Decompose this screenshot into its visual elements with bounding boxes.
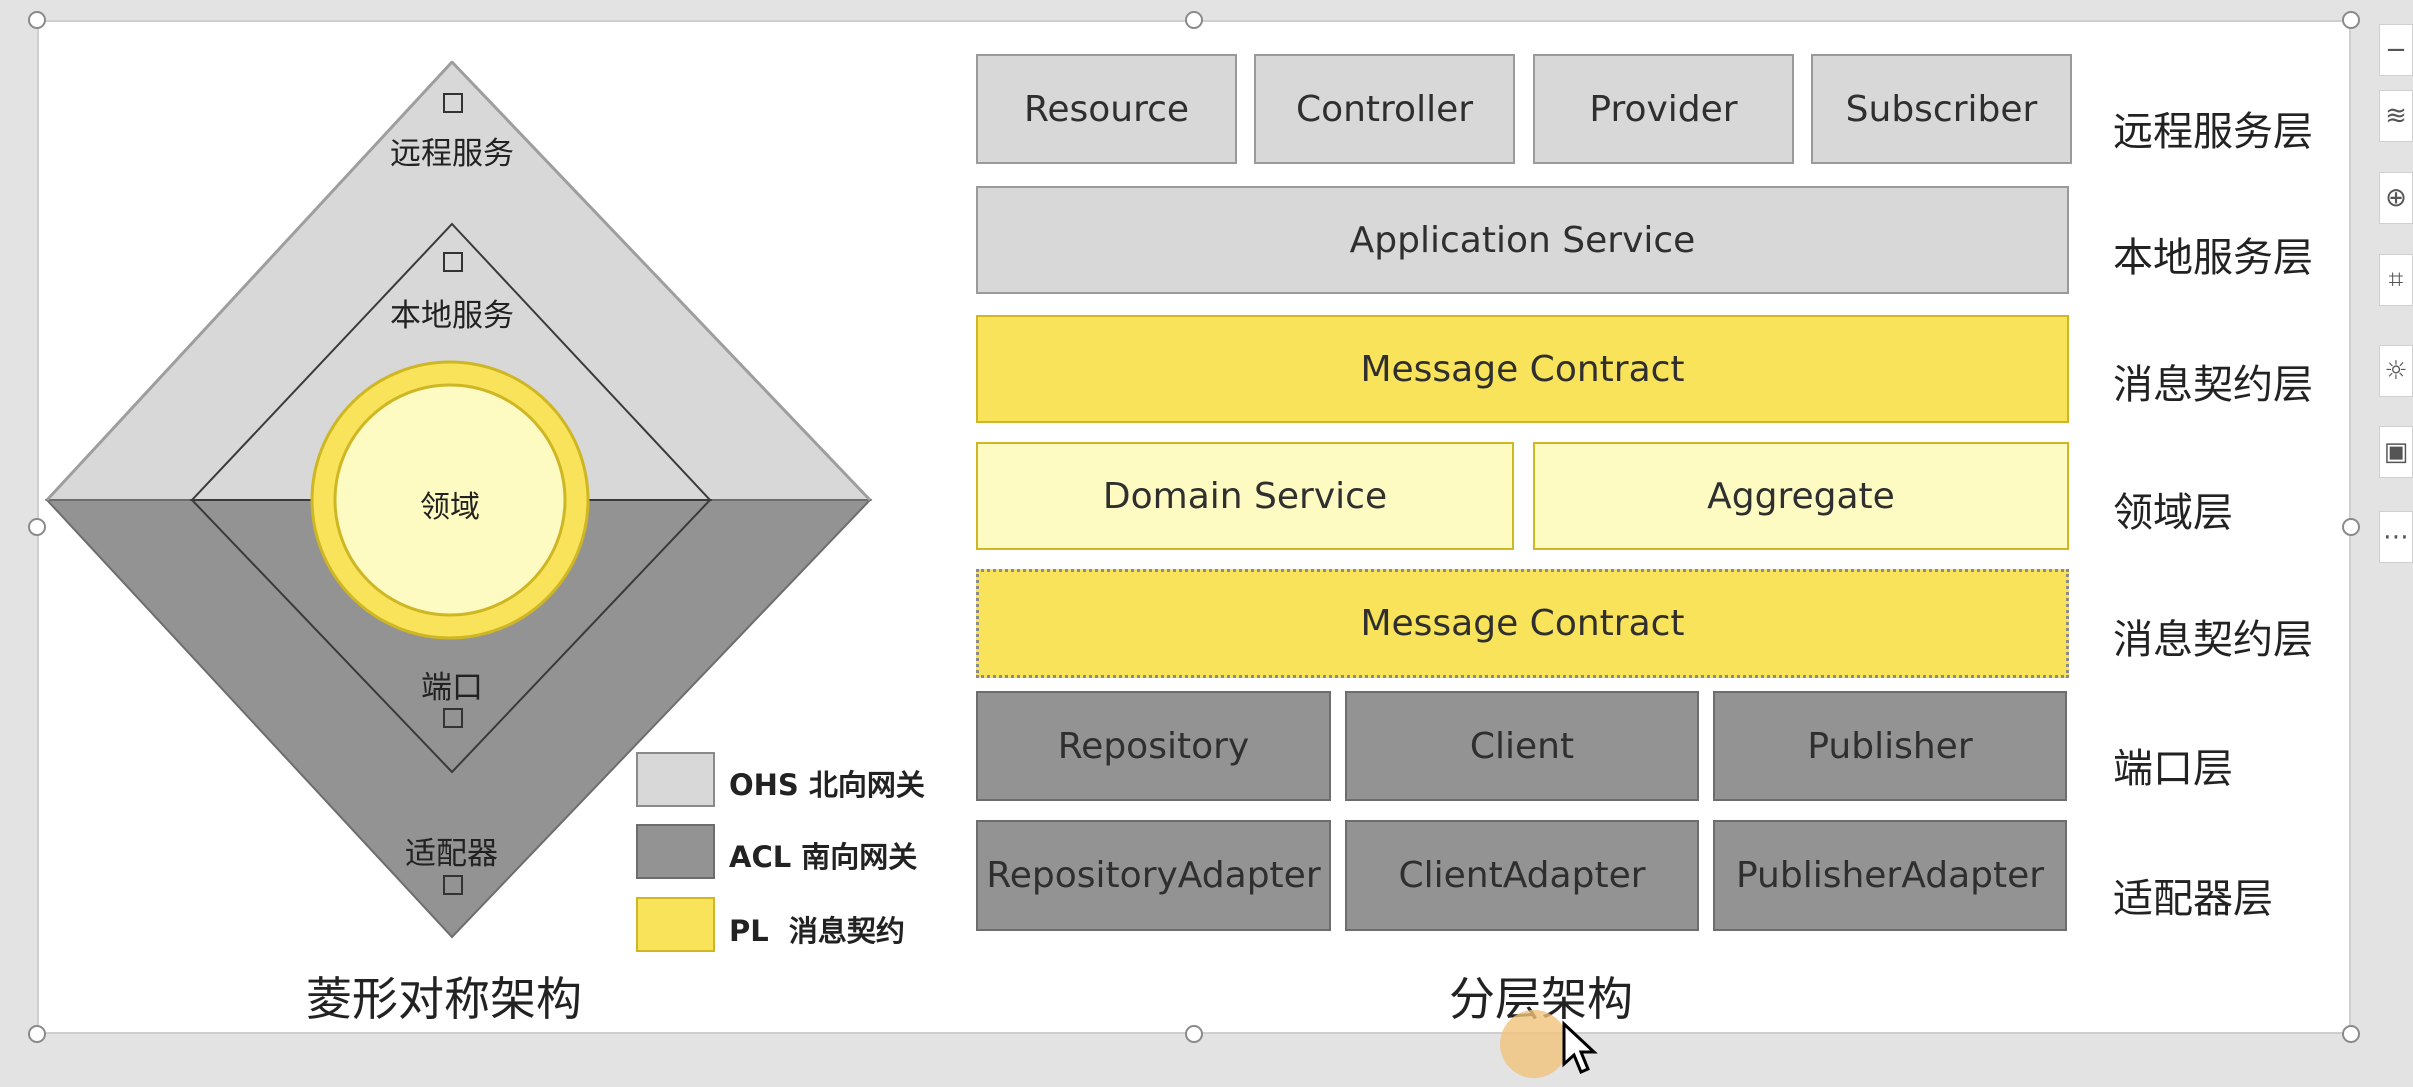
repository-box: Repository (976, 691, 1331, 801)
remote-service-port-square (443, 93, 463, 113)
adapter-square (443, 875, 463, 895)
domain-circle-inner (333, 383, 567, 617)
legend-text-ohs: OHS 北向网关 (729, 768, 925, 802)
compare-icon[interactable]: ▣ (2379, 426, 2413, 478)
repository-adapter-box: RepositoryAdapter (976, 820, 1331, 931)
port-square (443, 708, 463, 728)
legend-swatch-acl (636, 824, 715, 879)
port-label: 端口 (421, 670, 483, 706)
more-icon[interactable]: ⋯ (2379, 511, 2413, 563)
resize-handle-bottom-left[interactable] (28, 1025, 46, 1043)
zoom-in-icon[interactable]: ⊕ (2379, 172, 2413, 224)
adapter-label: 适配器 (405, 836, 498, 872)
mouse-cursor-icon (1562, 1020, 1598, 1074)
resize-handle-bottom-middle[interactable] (1185, 1025, 1203, 1043)
minus-icon[interactable]: − (2379, 24, 2413, 76)
remote-service-label: 远程服务 (390, 136, 514, 172)
local-service-label: 本地服务 (390, 298, 514, 334)
legend-text-pl: PL 消息契约 (729, 914, 905, 948)
layers-icon[interactable]: ≋ (2379, 90, 2413, 142)
subscriber-box: Subscriber (1811, 54, 2072, 164)
message-contract-box-upper: Message Contract (976, 315, 2069, 423)
domain-service-box: Domain Service (976, 442, 1514, 550)
provider-box: Provider (1533, 54, 1794, 164)
message-contract-box-lower: Message Contract (976, 569, 2069, 678)
legend-swatch-ohs (636, 752, 715, 807)
publisher-adapter-box: PublisherAdapter (1713, 820, 2067, 931)
cursor-highlight (1500, 1010, 1568, 1078)
client-box: Client (1345, 691, 1699, 801)
diamond-diagram (44, 60, 873, 939)
diamond-caption: 菱形对称架构 (306, 972, 582, 1026)
publisher-box: Publisher (1713, 691, 2067, 801)
application-service-box: Application Service (976, 186, 2069, 294)
resize-handle-middle-left[interactable] (28, 518, 46, 536)
aggregate-box: Aggregate (1533, 442, 2069, 550)
crop-icon[interactable]: ⌗ (2379, 254, 2413, 306)
layer-label-domain: 领域层 (2113, 490, 2233, 536)
resize-handle-top-left[interactable] (28, 11, 46, 29)
outer-edge-left (45, 60, 454, 502)
layer-label-message-contract-lower: 消息契约层 (2113, 617, 2313, 663)
outer-edge-right (450, 60, 872, 502)
resize-handle-bottom-right[interactable] (2342, 1025, 2360, 1043)
resource-box: Resource (976, 54, 1237, 164)
layer-label-local-service: 本地服务层 (2113, 235, 2313, 281)
layer-label-port: 端口层 (2113, 746, 2233, 792)
local-service-port-square (443, 252, 463, 272)
domain-label: 领域 (420, 490, 480, 525)
legend-swatch-pl (636, 897, 715, 952)
controller-box: Controller (1254, 54, 1515, 164)
layer-label-message-contract-upper: 消息契约层 (2113, 362, 2313, 408)
resize-handle-top-middle[interactable] (1185, 11, 1203, 29)
resize-handle-top-right[interactable] (2342, 11, 2360, 29)
layer-label-remote-service: 远程服务层 (2113, 109, 2313, 155)
layer-label-adapter: 适配器层 (2113, 876, 2273, 922)
lightbulb-icon[interactable]: ☼ (2379, 345, 2413, 397)
legend-text-acl: ACL 南向网关 (729, 840, 918, 874)
resize-handle-middle-right[interactable] (2342, 518, 2360, 536)
client-adapter-box: ClientAdapter (1345, 820, 1699, 931)
